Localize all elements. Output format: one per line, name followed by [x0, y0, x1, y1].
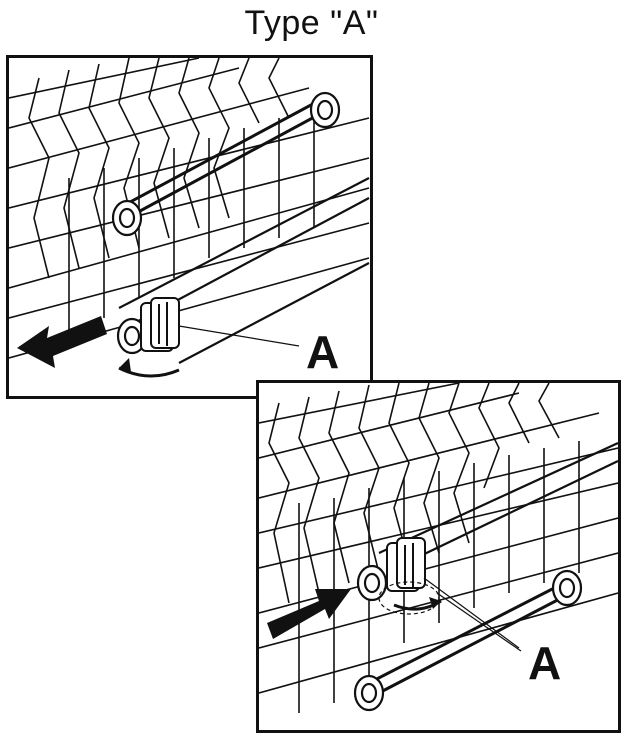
stop-clip-a [386, 537, 426, 592]
callout-a-step-2: A [528, 637, 562, 689]
step-2-panel [256, 380, 621, 733]
step-1-panel [6, 55, 373, 399]
step-1-illustration [9, 58, 370, 378]
push-in-arrow [267, 589, 351, 639]
diagram-title: Type "A" [244, 4, 379, 42]
stop-clip-a [140, 297, 180, 352]
step-2-illustration [259, 383, 618, 713]
callout-a-step-1: A [306, 326, 340, 378]
pull-out-arrow [17, 316, 107, 368]
rotate-arrow [118, 366, 180, 378]
